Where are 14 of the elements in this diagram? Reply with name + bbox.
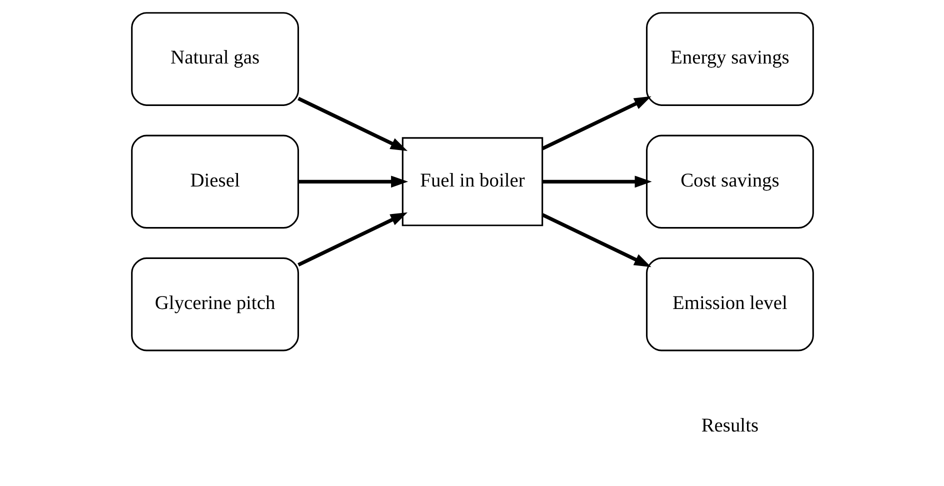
arrow <box>541 213 651 268</box>
node-box: Diesel <box>130 134 299 229</box>
node-box: Emission level <box>645 257 814 352</box>
arrow <box>541 96 651 150</box>
arrow <box>297 212 408 266</box>
arrow <box>542 176 652 188</box>
arrow <box>298 176 408 188</box>
node-box: Energy savings <box>645 12 814 106</box>
node-box: Cost savings <box>645 134 814 229</box>
node-box: Fuel in boiler <box>401 137 543 226</box>
arrow <box>297 96 408 152</box>
label: Results <box>700 416 758 437</box>
node-box: Glycerine pitch <box>130 257 299 352</box>
node-box: Natural gas <box>130 12 299 106</box>
